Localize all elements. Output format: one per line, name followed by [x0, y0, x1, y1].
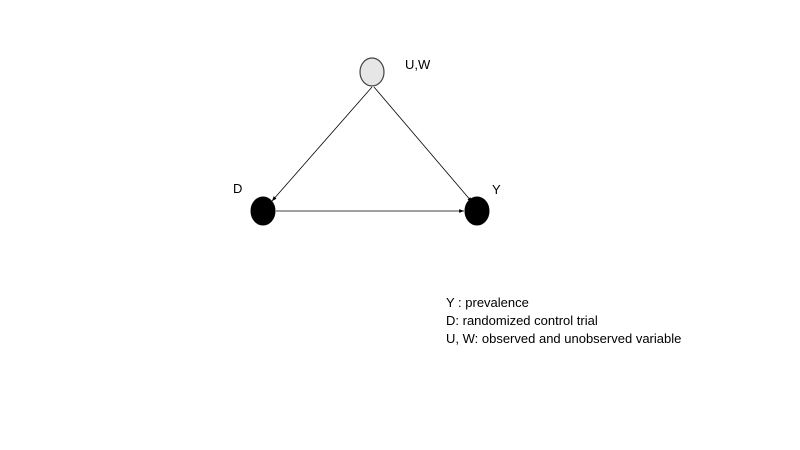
node-label-d: D — [233, 181, 243, 196]
legend: Y : prevalence D: randomized control tri… — [446, 294, 681, 348]
node-y — [464, 196, 490, 226]
node-label-uw: U,W — [405, 57, 431, 72]
edge-uw-to-d — [271, 86, 373, 202]
legend-item-uw: U, W: observed and unobserved variable — [446, 331, 682, 346]
edge-uw-to-y — [373, 86, 473, 203]
node-uw — [359, 57, 385, 87]
node-label-y: Y — [492, 182, 501, 197]
legend-item-y: Y : prevalence — [446, 295, 529, 310]
legend-item-d: D: randomized control trial — [446, 313, 598, 328]
node-d — [250, 196, 276, 226]
